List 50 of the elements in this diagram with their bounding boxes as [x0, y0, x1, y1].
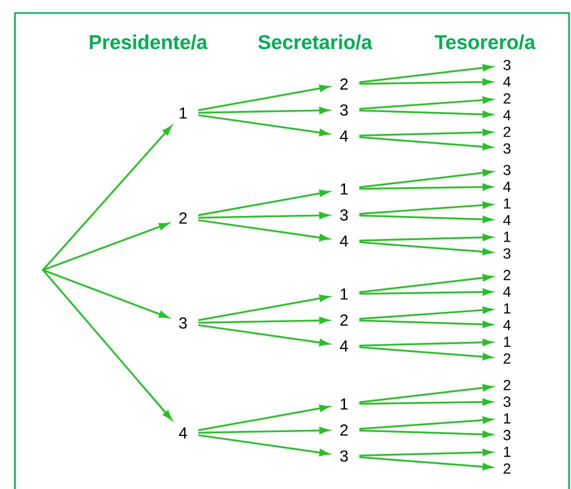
number: 1 — [504, 413, 510, 424]
arrow — [359, 169, 493, 188]
number: 3 — [179, 317, 187, 329]
number: 1 — [340, 288, 348, 300]
number: 2 — [340, 78, 348, 90]
number: 4 — [340, 130, 348, 142]
number: 4 — [340, 340, 348, 352]
number: 4 — [503, 320, 511, 330]
number: 2 — [504, 463, 510, 474]
number: 3 — [504, 248, 510, 259]
number: 3 — [340, 104, 348, 116]
number: 2 — [504, 380, 510, 390]
number: 1 — [504, 446, 510, 457]
number: 3 — [340, 209, 348, 221]
number: 2 — [340, 424, 348, 436]
arrow — [42, 126, 172, 271]
number: 4 — [503, 286, 511, 297]
arrow — [42, 222, 169, 271]
number: 1 — [340, 184, 348, 194]
number: 1 — [504, 303, 510, 314]
column-heading: Tesorero/a — [434, 34, 536, 50]
number: 4 — [340, 236, 348, 246]
number: 4 — [503, 182, 511, 192]
number: 2 — [340, 314, 348, 326]
number: 2 — [504, 270, 510, 280]
number: 4 — [503, 76, 511, 87]
number: 2 — [504, 93, 510, 104]
number: 2 — [504, 353, 510, 364]
arrow — [198, 324, 330, 346]
arrow — [359, 384, 493, 404]
number: 3 — [504, 430, 510, 440]
number: 1 — [504, 336, 510, 347]
number: 3 — [340, 450, 348, 462]
number: 3 — [504, 60, 510, 70]
arrow — [359, 64, 493, 84]
number: 3 — [504, 164, 510, 176]
number: 1 — [504, 198, 510, 208]
column-heading: Secretario/a — [258, 34, 372, 50]
number: 2 — [504, 126, 510, 137]
number: 1 — [180, 108, 187, 118]
column-heading: Presidente/a — [90, 34, 208, 50]
number: 4 — [503, 110, 511, 120]
arrow — [198, 219, 330, 242]
number: 3 — [504, 396, 510, 407]
number: 4 — [503, 215, 511, 226]
number: 4 — [178, 428, 187, 438]
number: 1 — [504, 232, 510, 242]
number: 3 — [504, 143, 510, 154]
number: 1 — [340, 398, 348, 410]
number: 2 — [179, 212, 187, 224]
